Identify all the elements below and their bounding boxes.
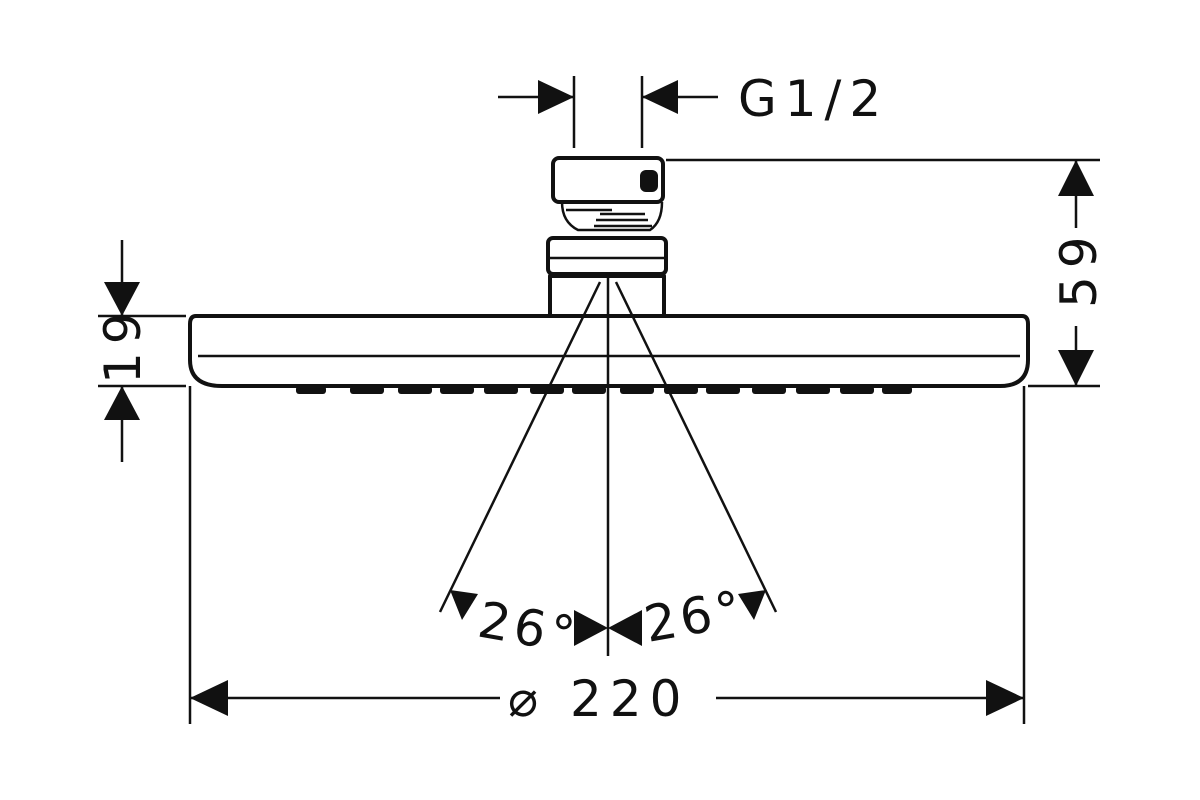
nozzle-bump [440,386,474,394]
nozzle-bump [620,386,654,394]
nozzle-bump [398,386,432,394]
nozzle-bump [706,386,740,394]
nozzle-bump [752,386,786,394]
thread-label: G1/2 [738,70,889,128]
nozzle-bump [796,386,830,394]
diameter-label: ⌀ 220 [508,670,689,728]
spray-angle-lines: 26° 26° [438,272,778,666]
nozzle-row [296,386,912,394]
nozzle-bump [572,386,606,394]
nozzle-bump [296,386,326,394]
nozzle-bump [664,386,698,394]
nozzle-bump [350,386,384,394]
spray-angle-right-label: 26° [640,579,749,654]
nozzle-bump [840,386,874,394]
diameter-dimension: ⌀ 220 [188,386,1026,728]
spray-angle-left-label: 26° [474,591,583,666]
total-height-dimension: 59 [666,158,1108,388]
thread-dimension: G1/2 [498,70,889,148]
nozzle-bump [484,386,518,394]
total-height-label: 59 [1050,228,1108,308]
nozzle-bump [882,386,912,394]
plate-height-dimension: 19 [94,240,186,462]
plate-height-label: 19 [94,304,152,384]
